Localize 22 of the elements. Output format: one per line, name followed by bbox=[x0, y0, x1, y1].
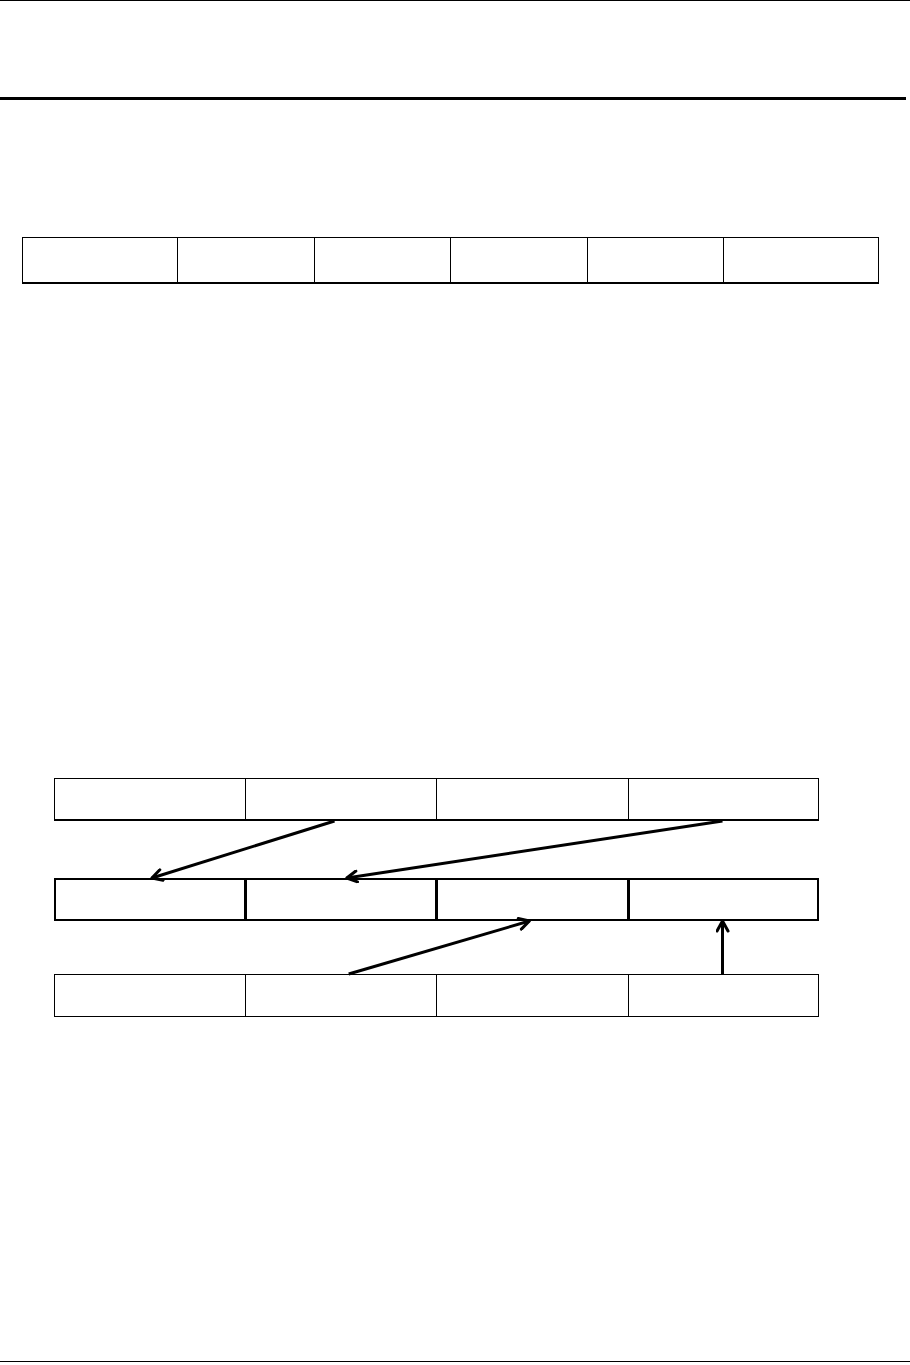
arrow bbox=[715, 919, 730, 974]
table-cell bbox=[54, 778, 246, 821]
arrow bbox=[348, 917, 531, 976]
table-cell bbox=[245, 778, 437, 821]
table-cell bbox=[436, 778, 629, 821]
table-cell bbox=[628, 974, 819, 1017]
table-cell bbox=[245, 878, 437, 921]
table-cell bbox=[314, 237, 451, 284]
table-cell bbox=[54, 974, 246, 1017]
table-cell bbox=[177, 237, 315, 284]
table-cell bbox=[54, 878, 246, 921]
table-cell bbox=[436, 974, 629, 1017]
table-cell bbox=[628, 878, 819, 921]
table-cell bbox=[723, 237, 879, 284]
table-cell bbox=[245, 974, 437, 1017]
table-cell bbox=[587, 237, 724, 284]
arrow bbox=[345, 819, 723, 884]
arrow bbox=[150, 819, 335, 882]
table-cell bbox=[628, 778, 819, 821]
table-cell bbox=[22, 237, 178, 284]
table-cell bbox=[450, 237, 588, 284]
table-cell bbox=[436, 878, 629, 921]
